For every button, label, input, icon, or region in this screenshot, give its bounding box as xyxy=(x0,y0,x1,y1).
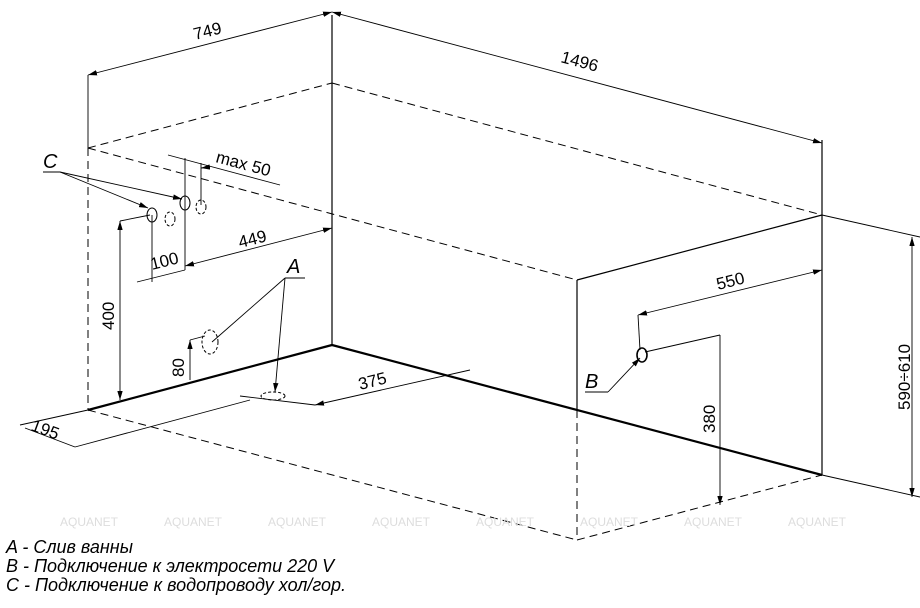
legend-b: B - Подключение к электросети 220 V xyxy=(6,556,335,576)
watermarks: AQUANET AQUANET AQUANET AQUANET AQUANET AQU… xyxy=(60,515,847,529)
svg-text:AQUANET: AQUANET xyxy=(60,515,119,529)
tub-outline xyxy=(87,82,823,541)
dim-590-610: 590÷610 xyxy=(895,344,914,410)
legend-c: C - Подключение к водопроводу хол/гор. xyxy=(6,575,347,595)
marker-c: C xyxy=(43,151,58,173)
svg-text:AQUANET: AQUANET xyxy=(268,515,327,529)
dim-195: 195 xyxy=(29,416,62,444)
svg-text:AQUANET: AQUANET xyxy=(164,515,223,529)
svg-text:AQUANET: AQUANET xyxy=(372,515,431,529)
svg-text:AQUANET: AQUANET xyxy=(476,515,535,529)
dimension-lines xyxy=(19,11,920,505)
marker-a: A xyxy=(286,256,300,278)
legend: A - Слив ванны B - Подключение к электро… xyxy=(6,538,346,595)
dim-100: 100 xyxy=(148,249,180,274)
dim-380: 380 xyxy=(700,405,719,433)
dim-400: 400 xyxy=(99,302,118,330)
connection-points xyxy=(146,195,648,401)
svg-text:AQUANET: AQUANET xyxy=(684,515,743,529)
dim-80: 80 xyxy=(169,358,188,377)
marker-b: B xyxy=(585,371,598,393)
dim-375: 375 xyxy=(356,369,388,394)
svg-text:AQUANET: AQUANET xyxy=(580,515,639,529)
dim-1496: 1496 xyxy=(559,48,600,76)
svg-text:AQUANET: AQUANET xyxy=(788,515,847,529)
legend-a: A - Слив ванны xyxy=(6,537,133,557)
dim-749: 749 xyxy=(191,19,223,44)
dim-449: 449 xyxy=(236,227,268,252)
